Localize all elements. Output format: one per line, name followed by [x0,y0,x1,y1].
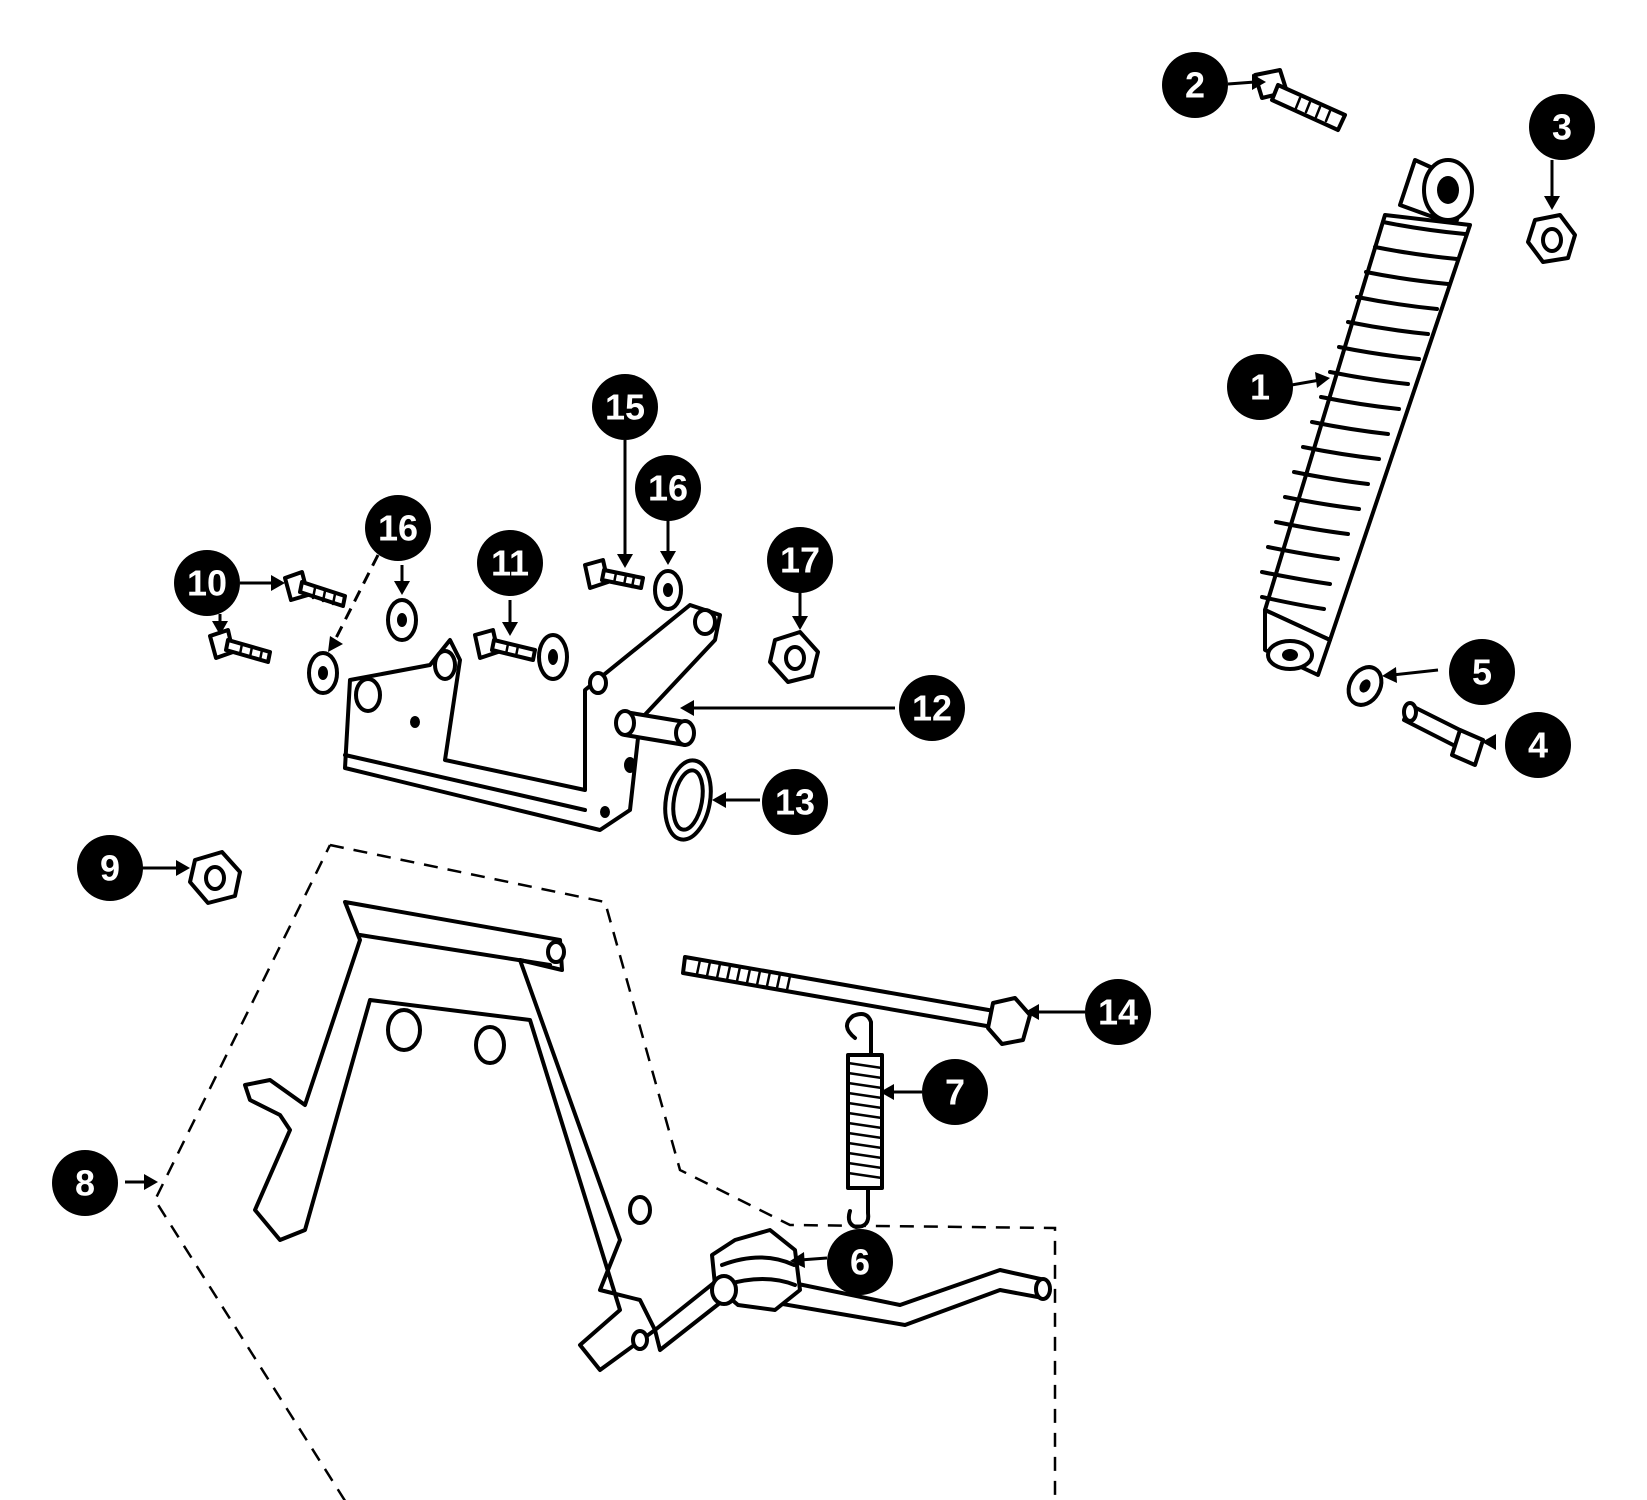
shock-absorber [1260,158,1474,677]
bottom-washer [1346,665,1384,707]
callout-13: 13 [762,769,828,835]
callout-label: 17 [780,540,820,581]
callout-label: 3 [1552,107,1572,148]
rubber-buffer [710,1228,802,1312]
callout-label: 5 [1472,652,1492,693]
callout-11: 11 [477,530,543,596]
callout-8: 8 [52,1150,118,1216]
callout-label: 9 [100,848,120,889]
callout-1: 1 [1227,354,1293,420]
callout-7: 7 [922,1059,988,1125]
callout-label: 7 [945,1072,965,1113]
callout-5: 5 [1449,639,1515,705]
nut-17 [768,630,820,684]
callout-label: 8 [75,1163,95,1204]
top-nut [1526,213,1577,264]
callout-16a: 16 [635,455,701,521]
callout-3: 3 [1529,94,1595,160]
callout-label: 11 [491,543,529,584]
leader-lines [125,74,1560,1268]
callout-4: 4 [1505,712,1571,778]
top-bolt [1253,68,1347,132]
nut-9 [188,850,242,905]
return-spring [845,1012,884,1229]
callout-2: 2 [1162,52,1228,118]
callout-label: 12 [912,688,952,729]
center-stand [153,843,1057,1500]
bolt-15 [583,558,645,590]
callout-label: 14 [1098,992,1138,1033]
callout-14: 14 [1085,979,1151,1045]
callout-17: 17 [767,527,833,593]
callout-label: 2 [1185,65,1205,106]
callout-label: 6 [850,1242,870,1283]
callout-label: 16 [378,508,418,549]
callout-10: 10 [174,550,240,616]
callout-6: 6 [827,1229,893,1295]
callout-label: 1 [1250,367,1270,408]
callout-label: 16 [648,468,688,509]
bottom-bolt [1402,701,1485,767]
long-bolt [681,955,1032,1046]
callout-9: 9 [77,835,143,901]
engine-bracket [343,603,722,832]
washers-16 [307,569,683,695]
callout-15: 15 [592,374,658,440]
callout-label: 15 [605,387,645,428]
callout-label: 13 [775,782,815,823]
callout-12: 12 [899,675,965,741]
callout-16b: 16 [365,495,431,561]
bracket-bolts-10 [208,570,347,664]
callout-label: 4 [1528,725,1548,766]
spacer-ring [663,758,713,842]
bolt-11 [473,628,569,681]
callout-label: 10 [187,563,227,604]
